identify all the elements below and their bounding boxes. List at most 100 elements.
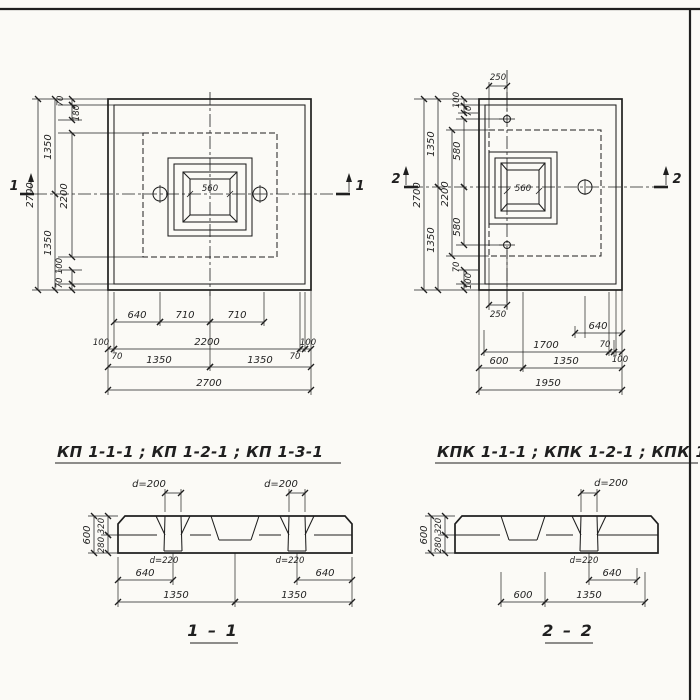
cut-label-1-right: 1 (355, 179, 364, 194)
s11-dim-1350-right: 1350 (281, 590, 306, 601)
kpk-dim-1350-bottom: 1350 (426, 227, 437, 252)
s11-interior-lines (118, 515, 352, 541)
kp-dim-70-top: 70 (56, 96, 66, 107)
kpk-dim-70-top: 70 (464, 106, 474, 117)
kp-dim-2700-h: 2700 (196, 378, 221, 389)
kp-outer-edge (107, 98, 312, 291)
s11-sleeve-dia-bot-left: d=220 (150, 556, 179, 566)
kpk-dim-1350-top: 1350 (426, 131, 437, 156)
kp-dim-100-r: 100 (300, 338, 316, 348)
kpk-dim-2700-v: 2700 (412, 182, 423, 207)
s22-anchor-sleeve (571, 515, 607, 552)
kpk-dim-lines-left (420, 95, 468, 294)
s22-section-label: 2 – 2 (542, 621, 593, 640)
kpk-dim-2200-v: 2200 (440, 181, 451, 206)
cut-label-2-left: 2 (391, 172, 400, 187)
kp-dim-1350-a: 1350 (146, 355, 171, 366)
kp-pocket-dim: 560 (202, 184, 218, 194)
kpk-dim-100-top: 100 (452, 92, 462, 108)
kp-dim-1350-b: 1350 (247, 355, 272, 366)
cut-label-2-right: 2 (672, 172, 681, 187)
section-cut-mark-2-right: 2 (654, 166, 682, 189)
kp-dim-70-r: 70 (290, 352, 301, 362)
s11-sleeve-dia-top-right: d=200 (264, 479, 298, 490)
kpk-marks-title: КПК 1-1-1 ; КПК 1-2-1 ; КПК 1-3-1 (437, 443, 700, 461)
kpk-dim-70-bottom: 70 (452, 262, 462, 273)
kp-dim-180-top: 180 (72, 105, 82, 121)
kp-dim-710-a: 710 (175, 310, 194, 321)
section-cut-mark-2-left: 2 (391, 166, 418, 189)
cut-label-1-left: 1 (9, 179, 18, 194)
kpk-dim-70-e: 70 (600, 340, 611, 350)
section-cut-mark-1-left: 1 (9, 173, 34, 196)
kpk-outer-edge (478, 98, 623, 291)
kp-slab-hidden-edge (142, 132, 278, 258)
kp-inner-edge (113, 104, 306, 285)
s22-sleeve-dia-bot: d=220 (570, 556, 599, 566)
kpk-extension-lines-bottom-edge (488, 250, 508, 310)
s11-dim-lines (90, 489, 356, 606)
s22-profile-outline (454, 515, 659, 554)
kpk-dim-580-top: 580 (452, 141, 463, 160)
kp-dim-lines-bottom (104, 318, 315, 394)
section-view-1-1: d=200 d=200 d=220 d=220 600 320 280 640 … (82, 479, 356, 644)
kpk-inner-edge (484, 104, 617, 285)
s11-profile-outline (117, 515, 353, 554)
view-direction-arrow (403, 166, 409, 175)
s11-dim-640-left: 640 (135, 568, 154, 579)
kp-marks-title: КП 1-1-1 ; КП 1-2-1 ; КП 1-3-1 (57, 443, 323, 461)
kp-dim-70-l: 70 (112, 352, 123, 362)
kpk-dim-1350: 1350 (553, 356, 578, 367)
kpk-dim-600: 600 (489, 356, 508, 367)
kp-dim-100-bottom: 100 (55, 258, 65, 274)
view-direction-arrow (28, 173, 34, 182)
kp-pocket-bevel-lines (182, 171, 238, 223)
kp-dim-70-bottom: 70 (55, 278, 65, 289)
s11-anchor-sleeve-right (279, 515, 315, 552)
kpk-dim-250-bottom: 250 (490, 310, 506, 320)
s22-dim-1350: 1350 (576, 590, 601, 601)
kpk-extension-lines-bottom (478, 290, 623, 395)
kp-dim-2200-v: 2200 (59, 183, 70, 208)
kp-dim-2200-h: 2200 (194, 337, 219, 348)
s11-sleeve-dia-top-left: d=200 (132, 479, 166, 490)
s11-sleeve-dia-bot-right: d=220 (276, 556, 305, 566)
view-direction-arrow (346, 173, 352, 182)
kpk-dim-100-e: 100 (612, 355, 628, 365)
kpk-extension-lines-left (414, 98, 503, 291)
kpk-dim-lines-bottom (475, 329, 626, 394)
kpk-pedestal-inner (494, 157, 552, 219)
section-view-2-2: d=200 d=220 600 320 280 640 600 1350 2 –… (419, 478, 659, 644)
s11-extension-lines (88, 489, 353, 607)
s22-dim-640: 640 (602, 568, 621, 579)
kpk-dim-1700: 1700 (533, 340, 558, 351)
plan-view-kpk: 560 250 250 (391, 70, 682, 395)
kpk-pedestal-outer (488, 151, 558, 225)
kpk-dim-1950: 1950 (535, 378, 560, 389)
kpk-pocket-dim: 560 (515, 184, 531, 194)
type-labels: КП 1-1-1 ; КП 1-2-1 ; КП 1-3-1 КПК 1-1-1… (55, 443, 700, 464)
s22-extension-lines (425, 489, 646, 607)
kpk-dim-250-top: 250 (490, 73, 506, 83)
s22-height-320: 320 (434, 518, 444, 534)
kp-dim-1350-top: 1350 (43, 134, 54, 159)
s11-dim-640-right: 640 (315, 568, 334, 579)
s11-anchor-sleeve-left (155, 515, 191, 552)
s22-dim-lines (427, 489, 649, 606)
kpk-dim-640: 640 (588, 321, 607, 332)
kp-dim-lines-left (34, 95, 76, 294)
kp-dim-100-l: 100 (93, 338, 109, 348)
kp-dim-1350-bottom: 1350 (43, 230, 54, 255)
kpk-slab-hidden-edge (488, 129, 602, 257)
kpk-dim-100-bottom: 100 (464, 273, 474, 289)
s11-dim-1350-left: 1350 (163, 590, 188, 601)
kp-dim-640: 640 (127, 310, 146, 321)
s22-sleeve-dia-top: d=200 (594, 478, 628, 489)
plan-view-kp: 560 2700 1350 1350 2200 70 180 100 70 (9, 92, 365, 395)
s22-dim-600: 600 (513, 590, 532, 601)
s22-interior-lines (455, 515, 658, 541)
view-direction-arrow (663, 166, 669, 175)
section-cut-mark-1-right: 1 (336, 173, 365, 196)
